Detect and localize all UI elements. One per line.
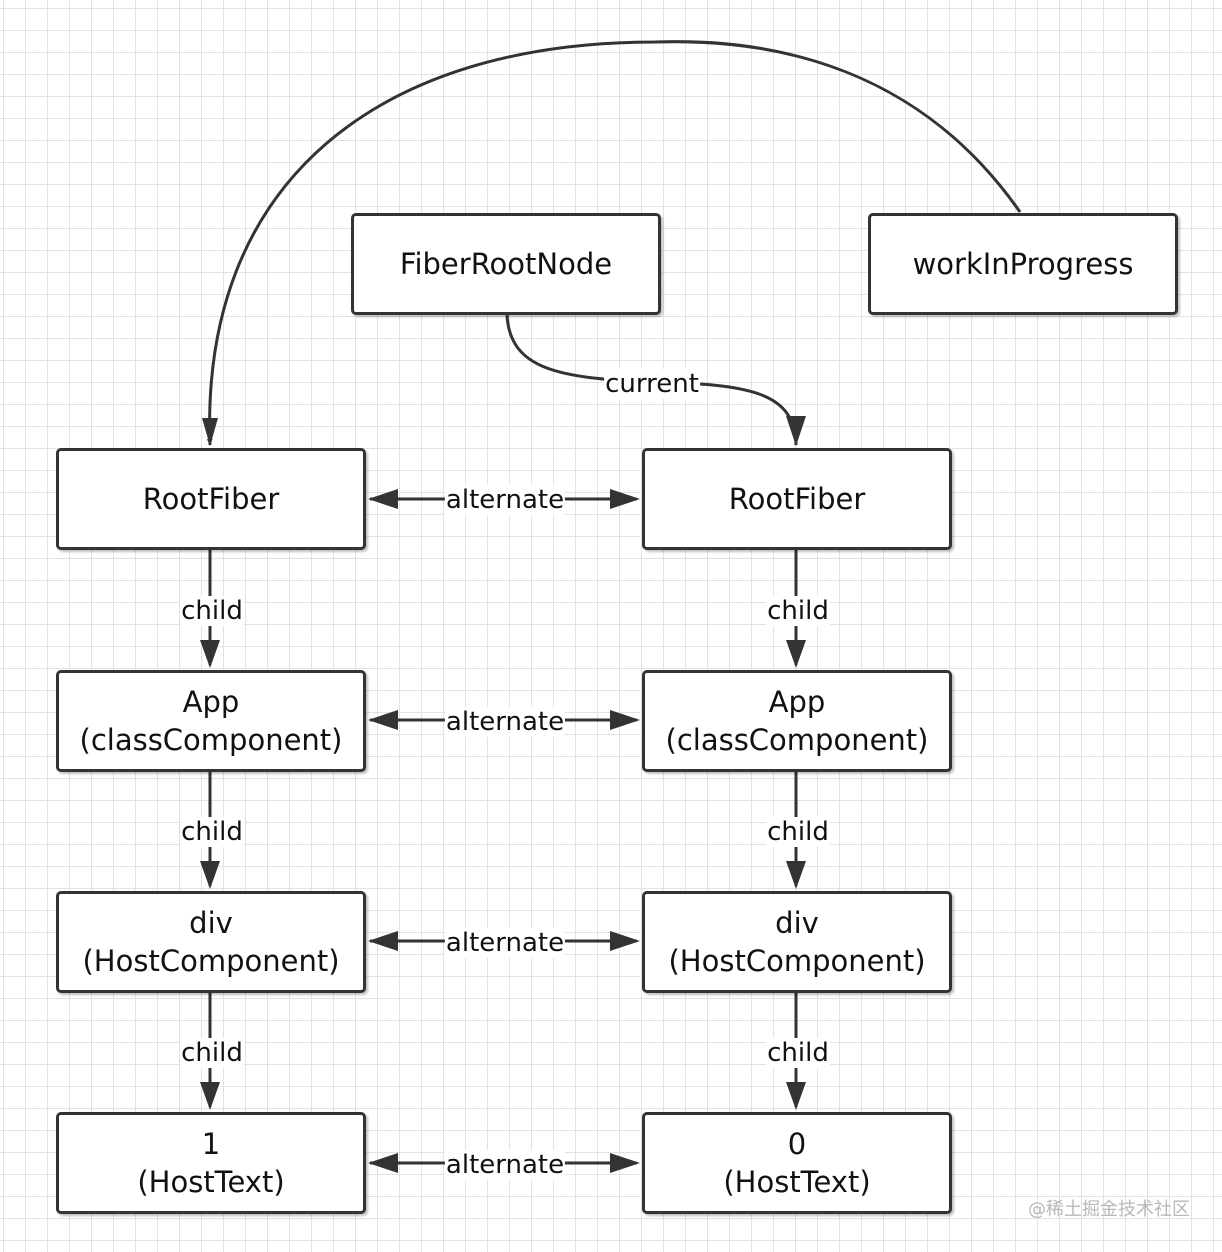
child-arrowhead-right-2 bbox=[786, 861, 806, 889]
child-arrowhead-left-2 bbox=[200, 861, 220, 889]
node-label: RootFiber bbox=[728, 482, 866, 516]
node-label: workInProgress bbox=[912, 247, 1134, 281]
node-label-line1: 1 bbox=[201, 1127, 221, 1161]
child-arrowhead-left-1 bbox=[200, 640, 220, 668]
child-arrowhead-right-3 bbox=[786, 1082, 806, 1110]
right-host-text-box: 0 (HostText) bbox=[642, 1112, 952, 1214]
node-label-line2: (classComponent) bbox=[79, 723, 343, 757]
left-div-box: div (HostComponent) bbox=[56, 891, 366, 993]
watermark: @稀土掘金技术社区 bbox=[1028, 1199, 1190, 1220]
alternate-arrowhead-1-right bbox=[610, 489, 640, 509]
node-label: RootFiber bbox=[142, 482, 280, 516]
child-label-left-2: child bbox=[180, 817, 244, 847]
left-host-text-box: 1 (HostText) bbox=[56, 1112, 366, 1214]
left-root-fiber-box: RootFiber bbox=[56, 448, 366, 550]
alternate-label-4: alternate bbox=[444, 1150, 566, 1180]
left-app-box: App (classComponent) bbox=[56, 670, 366, 772]
node-label-line2: (HostText) bbox=[723, 1165, 871, 1199]
alternate-arrowhead-1-left bbox=[368, 489, 398, 509]
alternate-label-1: alternate bbox=[444, 485, 566, 515]
node-label: FiberRootNode bbox=[399, 247, 613, 281]
alternate-arrowhead-2-right bbox=[610, 710, 640, 730]
alternate-arrowhead-3-right bbox=[610, 931, 640, 951]
child-label-left-3: child bbox=[180, 1038, 244, 1068]
right-app-box: App (classComponent) bbox=[642, 670, 952, 772]
node-label-line2: (HostComponent) bbox=[668, 944, 926, 978]
child-label-right-3: child bbox=[766, 1038, 830, 1068]
child-label-right-2: child bbox=[766, 817, 830, 847]
work-in-progress-box: workInProgress bbox=[868, 213, 1178, 315]
child-arrowhead-left-3 bbox=[200, 1082, 220, 1110]
alternate-arrowhead-4-left bbox=[368, 1153, 398, 1173]
arc-arrowhead bbox=[202, 418, 218, 446]
current-arrowhead bbox=[786, 416, 806, 446]
alternate-arrowhead-4-right bbox=[610, 1153, 640, 1173]
child-label-left-1: child bbox=[180, 596, 244, 626]
fiber-root-node-box: FiberRootNode bbox=[351, 213, 661, 315]
node-label-line1: App bbox=[182, 685, 240, 719]
node-label-line2: (HostComponent) bbox=[82, 944, 340, 978]
child-label-right-1: child bbox=[766, 596, 830, 626]
node-label-line2: (classComponent) bbox=[665, 723, 929, 757]
current-label: current bbox=[604, 369, 700, 399]
work-in-progress-arc bbox=[206, 40, 1022, 446]
alternate-label-2: alternate bbox=[444, 707, 566, 737]
alternate-label-3: alternate bbox=[444, 928, 566, 958]
child-arrowhead-right-1 bbox=[786, 640, 806, 668]
alternate-arrowhead-2-left bbox=[368, 710, 398, 730]
alternate-arrowhead-3-left bbox=[368, 931, 398, 951]
node-label-line1: 0 bbox=[787, 1127, 807, 1161]
node-label-line1: div bbox=[775, 906, 819, 940]
node-label-line1: div bbox=[189, 906, 233, 940]
right-div-box: div (HostComponent) bbox=[642, 891, 952, 993]
right-root-fiber-box: RootFiber bbox=[642, 448, 952, 550]
node-label-line2: (HostText) bbox=[137, 1165, 285, 1199]
node-label-line1: App bbox=[768, 685, 826, 719]
